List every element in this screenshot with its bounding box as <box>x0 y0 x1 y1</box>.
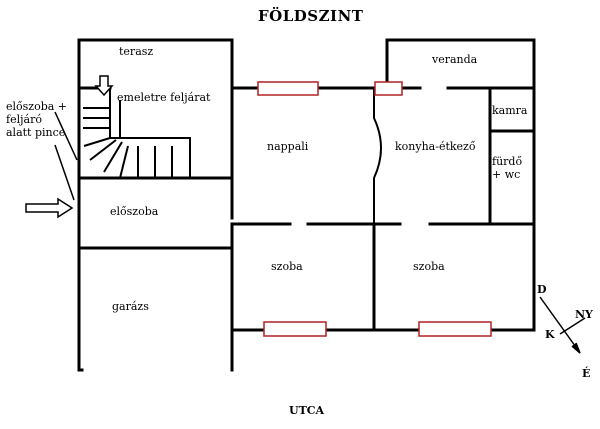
window-bottom-left <box>263 321 327 337</box>
room-garazs: garázs <box>112 300 149 313</box>
room-szoba-right: szoba <box>413 260 445 273</box>
annotation-pince: előszoba + feljáró alatt pince <box>6 100 68 139</box>
compass-k: K <box>545 328 555 341</box>
windows <box>257 81 492 337</box>
room-eloszoba: előszoba <box>110 205 159 218</box>
room-stairs: emeletre feljárat <box>117 91 211 104</box>
room-szoba-left: szoba <box>271 260 303 273</box>
staircase <box>83 88 191 179</box>
window-top-nappali <box>257 81 319 96</box>
street-label: UTCA <box>289 404 325 417</box>
down-arrow-icon <box>94 75 114 97</box>
window-bottom-right <box>418 321 492 337</box>
annotation-pointers <box>54 111 78 201</box>
compass-d: D <box>537 283 547 296</box>
plan-title: FÖLDSZINT <box>258 7 364 25</box>
walls <box>77 38 536 372</box>
room-furdo: fürdő + wc <box>492 155 523 181</box>
compass <box>539 296 586 354</box>
room-konyha: konyha-étkező <box>395 140 476 153</box>
compass-ny: NY <box>575 308 593 321</box>
window-top-konyha <box>374 81 403 96</box>
room-nappali: nappali <box>267 140 309 153</box>
room-kamra: kamra <box>492 104 528 117</box>
entrance-arrow-icon <box>25 197 74 219</box>
room-veranda: veranda <box>432 53 478 66</box>
compass-e: É <box>582 367 591 380</box>
room-terasz: terasz <box>119 45 154 58</box>
curved-partition <box>373 88 382 224</box>
